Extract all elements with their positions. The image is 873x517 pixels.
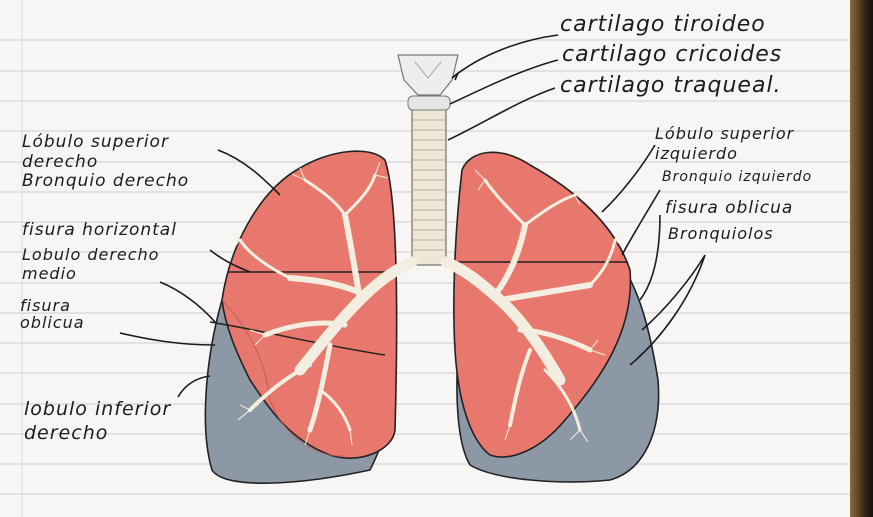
cricoid-cartilage — [408, 96, 450, 110]
desk-edge — [850, 0, 873, 517]
trachea — [398, 55, 458, 265]
notebook-page: cartilago tiroideo cartilago cricoides c… — [0, 0, 850, 517]
label-lobulo-inferior-derecho: lobulo inferior derecho — [24, 397, 199, 445]
label-fisura-oblicua-izq: fisura oblicua — [665, 200, 793, 217]
left-lung — [446, 152, 659, 482]
label-lobulo-derecho-medio: Lobulo derecho medio — [22, 245, 192, 283]
label-cartilago-traqueal: cartilago traqueal. — [560, 75, 782, 97]
label-lobulo-superior-izquierdo: Lóbulo superior izquierdo — [655, 124, 830, 164]
right-lung — [205, 151, 396, 483]
label-bronquio-izquierdo: Bronquio izquierdo — [662, 170, 812, 184]
label-fisura-horizontal: fisura horizontal — [22, 222, 177, 239]
label-fisura-oblicua-der: fisura oblicua — [20, 297, 120, 331]
label-bronquiolos: Bronquiolos — [668, 226, 774, 242]
thyroid-cartilage — [398, 55, 458, 95]
label-cartilago-cricoides: cartilago cricoides — [562, 44, 782, 66]
label-cartilago-tiroideo: cartilago tiroideo — [560, 14, 766, 36]
label-lobulo-superior-derecho: Lóbulo superior derecho — [22, 132, 232, 172]
label-bronquio-derecho: Bronquio derecho — [22, 173, 189, 190]
